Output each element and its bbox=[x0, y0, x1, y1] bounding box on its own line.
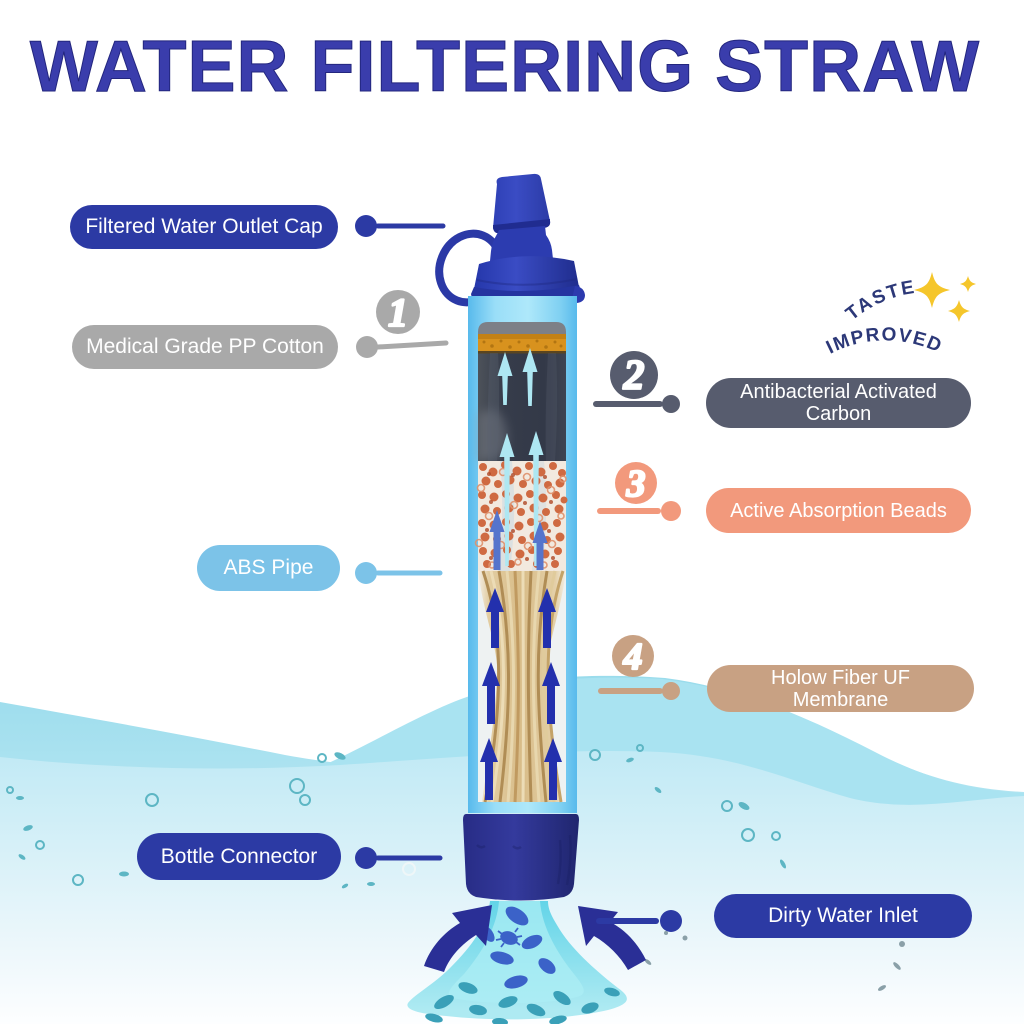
svg-text:1: 1 bbox=[388, 290, 408, 335]
svg-text:IMPROVED: IMPROVED bbox=[823, 324, 946, 358]
svg-text:2: 2 bbox=[623, 353, 645, 399]
svg-text:4: 4 bbox=[623, 636, 643, 678]
svg-text:TASTE: TASTE bbox=[842, 277, 918, 325]
svg-text:3: 3 bbox=[626, 463, 646, 505]
